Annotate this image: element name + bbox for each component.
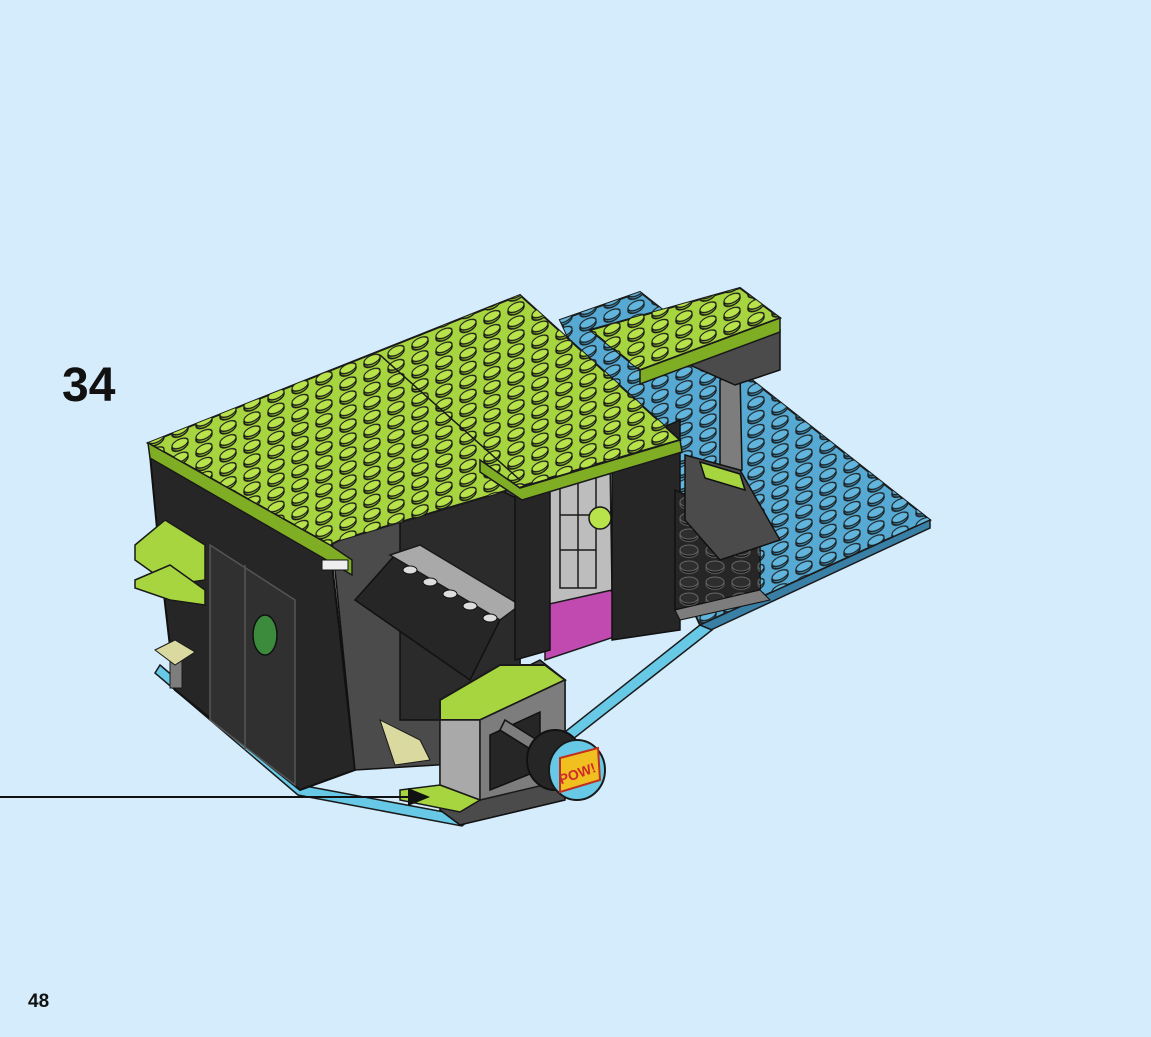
pointer-arrow	[0, 788, 430, 806]
lime-roof	[145, 286, 783, 577]
front-button-assembly	[399, 659, 606, 826]
center-black-pillar	[514, 418, 681, 661]
step-number: 34	[62, 359, 116, 412]
lime-side-steps	[134, 519, 206, 689]
bottom-tile-strip	[154, 624, 714, 827]
page-number: 48	[28, 991, 50, 1012]
